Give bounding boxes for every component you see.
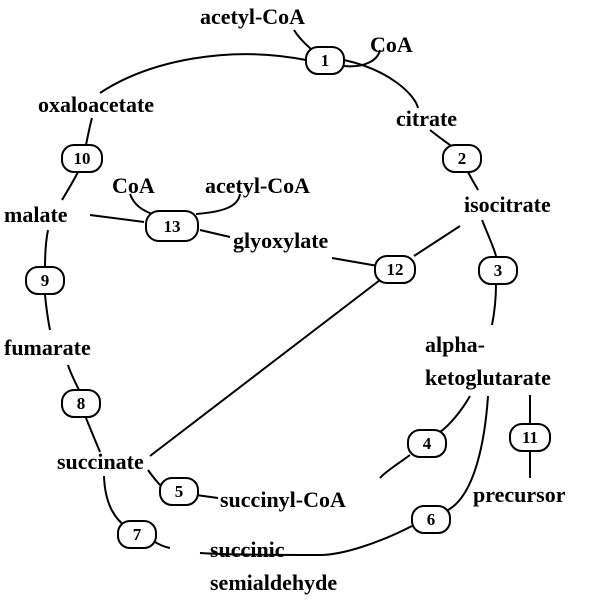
succinyl-coa-label: succinyl-CoA [220,487,346,512]
step-8-node: 8 [61,389,101,418]
step-10-node: 10 [61,144,103,173]
malate-label: malate [4,202,68,227]
oxaloacetate-label: oxaloacetate [38,92,154,117]
step-3-label: 3 [494,261,503,280]
acetyl-coa-top-label: acetyl-CoA [200,4,305,29]
succinate-label: succinate [57,449,144,474]
edge-oxaloacetate-to-1 [99,53,307,94]
edge-13-to-glyoxylate [199,229,231,238]
edge-isocitrate-to-12 [413,225,461,257]
succinic-semialdehyde-label-line2: semialdehyde [210,570,337,595]
edge-isocitrate-to-3 [481,219,497,257]
edge-3-to-alpha [491,283,497,326]
step-5-node: 5 [159,477,199,506]
metabolite-labels: acetyl-CoA CoA citrate isocitrate alpha-… [4,4,566,595]
step-2-node: 2 [442,144,482,173]
step-9-node: 9 [25,266,65,295]
step-13-node: 13 [145,210,199,242]
step-4-node: 4 [407,429,447,458]
step-1-node: 1 [305,46,345,75]
step-1-label: 1 [321,51,330,70]
acetyl-coa-mid-label: acetyl-CoA [205,173,310,198]
glyoxylate-label: glyoxylate [233,228,329,253]
step-4-label: 4 [423,434,432,453]
edge-alpha-to-6 [447,395,489,511]
citrate-label: citrate [396,106,457,131]
step-12-label: 12 [387,260,404,279]
step-5-label: 5 [175,482,184,501]
edge-6-to-succinicsemialdehyde [199,525,413,557]
step-7-label: 7 [133,525,142,544]
succinic-semialdehyde-label-line1: succinic [210,537,285,562]
alpha-ketoglutarate-label-line1: alpha- [425,332,485,357]
edge-succinate-to-5 [147,469,163,488]
edge-1-to-coa [343,49,381,68]
step-6-label: 6 [427,510,436,529]
edge-malate-to-13 [89,214,145,223]
step-6-node: 6 [411,505,451,534]
coa-mid-label: CoA [112,173,155,198]
edge-succinate-to-8 [85,417,101,453]
step-12-node: 12 [374,255,416,284]
step-10-label: 10 [74,149,91,168]
edge-alpha-to-4 [439,395,471,433]
fumarate-label: fumarate [4,335,91,360]
step-13-label: 13 [164,217,181,236]
isocitrate-label: isocitrate [464,192,551,217]
edge-13-to-acetylcoa-mid [195,193,241,215]
edge-1-to-citrate [343,59,419,109]
edge-8-to-fumarate [67,364,81,393]
edge-10-to-oxaloacetate [85,117,93,146]
step-2-label: 2 [458,149,467,168]
pathway-edges [44,29,531,557]
step-3-node: 3 [478,256,518,285]
edge-13-to-coa-mid [129,193,153,215]
step-11-label: 11 [522,428,538,447]
coa-top-label: CoA [370,32,413,57]
alpha-ketoglutarate-label-line2: ketoglutarate [425,365,551,390]
edge-12-to-succinate [149,279,381,457]
edge-9-to-malate [44,229,49,269]
edge-4-to-succinylcoa [379,454,411,479]
edge-5-to-succinylcoa [195,494,219,499]
edge-fumarate-to-9 [44,294,51,331]
step-11-node: 11 [509,423,551,452]
edge-2-to-isocitrate [467,171,479,191]
step-8-label: 8 [77,394,86,413]
edge-acetylcoa-to-1 [293,29,313,51]
edge-glyoxylate-to-12 [331,257,379,267]
step-9-label: 9 [41,271,50,290]
precursor-label: precursor [473,482,566,507]
edge-malate-to-10 [61,171,79,201]
step-7-node: 7 [117,520,157,549]
